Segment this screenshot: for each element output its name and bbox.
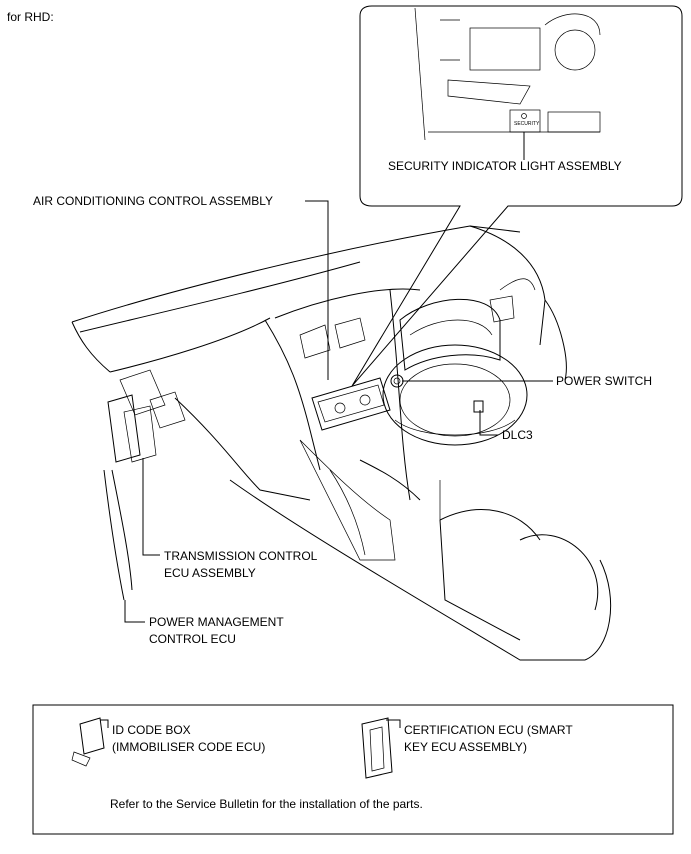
dlc3-label: DLC3	[502, 428, 533, 442]
security-indicator-label: SECURITY INDICATOR LIGHT ASSEMBLY	[388, 159, 622, 173]
power-management-label-line2: CONTROL ECU	[149, 632, 236, 646]
transmission-label-line2: ECU ASSEMBLY	[164, 566, 256, 580]
leader-lines	[124, 200, 553, 623]
id-code-box-label-line1: ID CODE BOX	[112, 723, 191, 737]
service-bulletin-note: Refer to the Service Bulletin for the in…	[110, 797, 423, 811]
certification-ecu-label-line1: CERTIFICATION ECU (SMART	[404, 723, 573, 737]
security-text-on-part: SECURITY	[514, 121, 540, 127]
power-management-label-line1: POWER MANAGEMENT	[149, 615, 284, 629]
certification-ecu-label-line2: KEY ECU ASSEMBLY)	[404, 740, 527, 754]
transmission-label-line1: TRANSMISSION CONTROL	[164, 549, 318, 563]
power-switch-label: POWER SWITCH	[556, 374, 652, 388]
callout-box	[351, 5, 683, 387]
id-code-box-label-line2: (IMMOBILISER CODE ECU)	[112, 740, 266, 754]
variant-label: for RHD:	[7, 10, 54, 24]
legend-box	[32, 704, 674, 835]
dashboard-outline	[71, 225, 612, 661]
air-conditioning-label: AIR CONDITIONING CONTROL ASSEMBLY	[33, 194, 274, 208]
